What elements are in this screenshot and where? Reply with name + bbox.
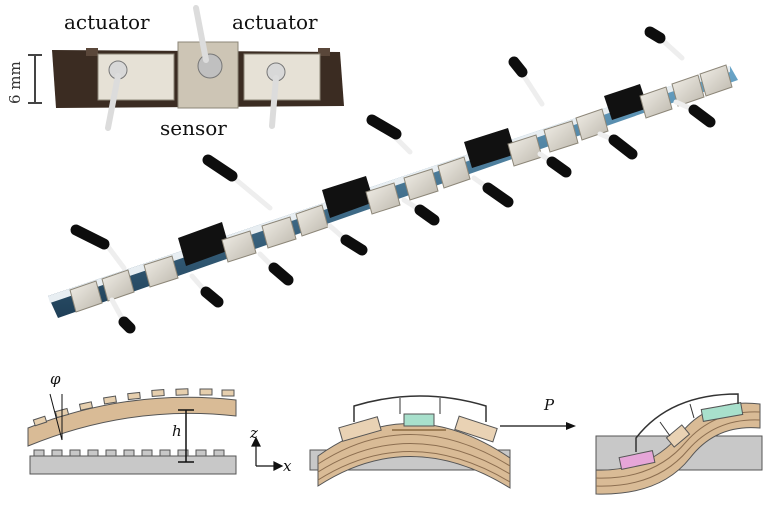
force-label: P xyxy=(544,396,555,414)
axis-z-label: z xyxy=(250,424,258,442)
strip-tiles xyxy=(69,64,733,313)
height-label: h xyxy=(172,422,182,440)
inset-actuator-left-pad xyxy=(97,53,175,101)
axis-x-label: x xyxy=(283,457,292,475)
sensor-blocks xyxy=(178,84,648,266)
inset-scale-bar xyxy=(34,54,36,104)
inset-cell-photo xyxy=(28,5,344,131)
substrate-s-curve xyxy=(595,402,761,495)
force-arrow xyxy=(518,422,576,430)
ground-layer xyxy=(29,455,237,475)
inset-actuator-left-label: actuator xyxy=(64,10,150,34)
schematic-right xyxy=(595,393,763,495)
wires-up xyxy=(70,26,685,271)
angle-label: φ xyxy=(50,370,61,388)
strip-photo xyxy=(48,26,738,334)
inset-scale-label: 6 mm xyxy=(6,61,24,104)
schematic-middle xyxy=(309,395,518,489)
wires-down xyxy=(109,99,716,334)
schematic-left xyxy=(27,388,284,475)
inset-actuator-right-label: actuator xyxy=(232,10,318,34)
substrate-curve xyxy=(27,396,237,447)
inset-sensor-label: sensor xyxy=(160,116,227,140)
